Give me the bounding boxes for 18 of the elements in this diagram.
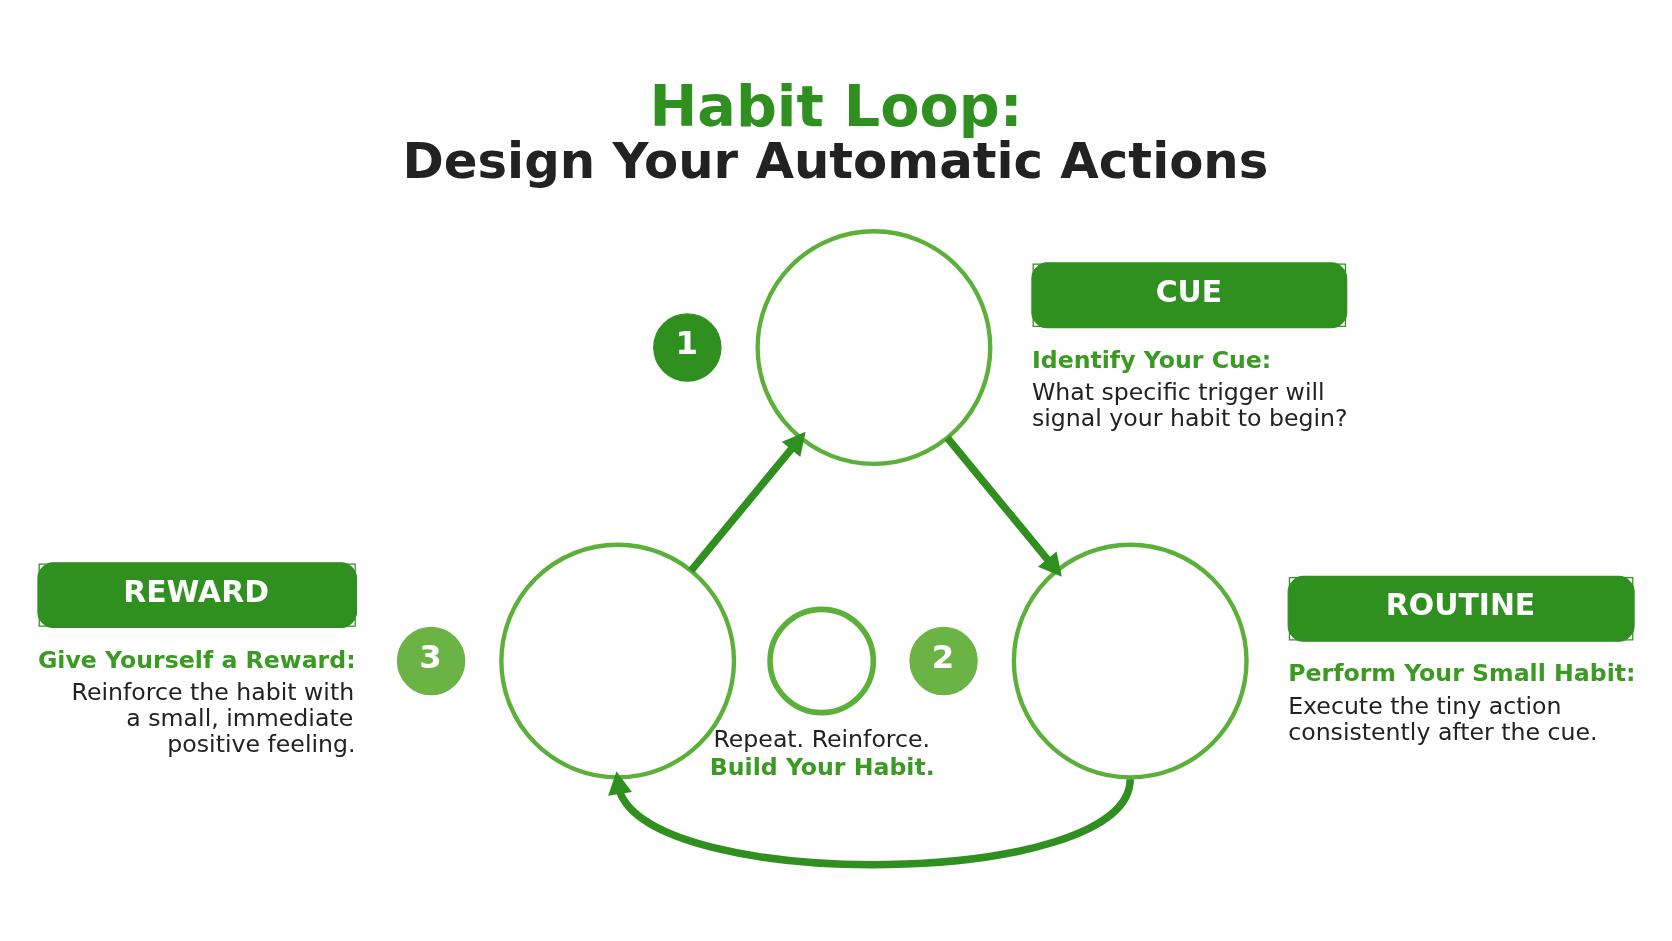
node-label: Reinforce the habit with a small, immediate positive feeling. bbox=[71, 677, 356, 758]
node-circle bbox=[755, 228, 993, 466]
node-circle bbox=[767, 606, 877, 715]
diagram-title: Habit Loop: Design Your Automatic Actions bbox=[402, 72, 1269, 190]
arrow bbox=[608, 770, 1134, 868]
arrow bbox=[688, 431, 806, 573]
node-label: Give Yourself a Reward: bbox=[37, 645, 356, 674]
arrow bbox=[944, 435, 1062, 577]
node-circle: 3 bbox=[396, 626, 466, 695]
node-circle bbox=[1011, 542, 1249, 780]
node-label: Repeat. Reinforce. bbox=[713, 724, 931, 753]
node-circle: 1 bbox=[653, 312, 722, 382]
node-label: Identify Your Cue: bbox=[1031, 345, 1272, 374]
node-label: Perform Your Small Habit: bbox=[1288, 658, 1636, 687]
node-circle: 2 bbox=[909, 626, 978, 695]
node-label: What specific trigger will signal your habit to begin? bbox=[1031, 377, 1348, 432]
node-label: Execute the tiny action consistently after the cue. bbox=[1288, 691, 1598, 746]
node-label: Build Your Habit. bbox=[709, 752, 935, 780]
